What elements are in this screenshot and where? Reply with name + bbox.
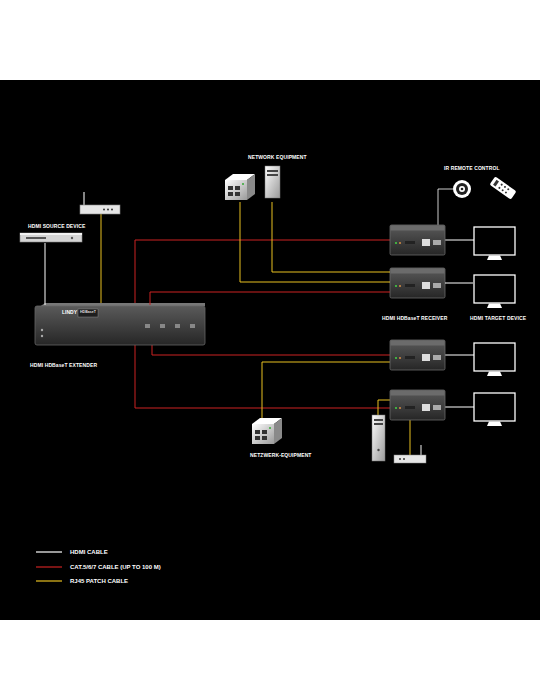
monitor [474,393,515,426]
cable-connector [45,243,46,305]
device-label: HDMI HDBaseT EXTENDER [30,362,97,368]
pc-tower [372,415,385,461]
device-node: HDMI HDBaseT RECEIVER [390,268,445,298]
device-node: NETWORK EQUIPMENT [223,164,283,202]
receiver-device [390,340,445,370]
receiver-device [390,225,445,255]
pc-tower [265,166,280,198]
extender-device [35,303,205,345]
ir-receiver [453,180,471,198]
device-node: HDMI TARGET DEVICE [473,274,516,310]
device-node: HDMI SOURCE DEVICE [20,232,82,243]
cable-connector [240,202,390,282]
device-label: HDMI HDBaseT RECEIVER [382,315,447,321]
legend-line [36,579,62,583]
monitor [474,275,515,308]
legend-text: RJ45 PATCH CABLE [70,578,128,584]
legend-line [36,550,62,554]
legend-row: HDMI CABLE [36,547,108,557]
router [80,192,120,214]
legend-row: CAT.5/6/7 CABLE (UP TO 100 M) [36,562,161,572]
legend-line [36,565,62,569]
brand-label: LINDY [62,310,77,315]
set-top-box [394,445,426,463]
monitor [474,343,515,376]
background-band [0,80,540,620]
legend-text: HDMI CABLE [70,549,108,555]
device-label: HDMI TARGET DEVICE [470,315,526,321]
device-label: HDMI SOURCE DEVICE [28,223,85,229]
monitor [474,227,515,260]
device-node: IR REMOTE CONTROL [450,177,518,201]
receiver-device [390,390,445,420]
legend-row: RJ45 PATCH CABLE [36,576,128,586]
network-switch [252,418,282,444]
remote-control [489,176,516,199]
cable-connector [272,202,390,272]
device-node: HDMI HDBaseT EXTENDER [35,305,205,345]
cable-connector [150,292,390,305]
cable-connector [445,283,473,284]
brand-label: HDBaseT [80,311,96,315]
device-label: NETZWERK-EQUIPMENT [250,452,312,458]
device-label: IR REMOTE CONTROL [444,165,500,171]
network-switch [225,174,255,200]
device-label: NETWORK EQUIPMENT [248,154,307,160]
device-node: NETZWERK-EQUIPMENT [250,416,284,446]
source-device [20,233,82,242]
receiver-device [390,268,445,298]
legend-text: CAT.5/6/7 CABLE (UP TO 100 M) [70,564,161,570]
